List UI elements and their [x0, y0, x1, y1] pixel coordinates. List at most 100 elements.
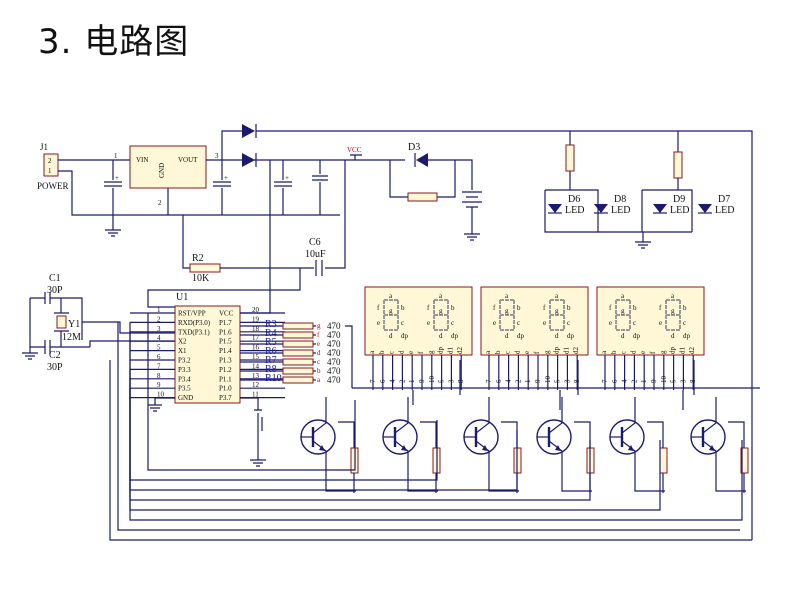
- seg-d: d: [671, 332, 675, 340]
- resistor-segment: e: [317, 340, 320, 348]
- led-d7: [698, 204, 712, 213]
- seg-c: c: [683, 319, 686, 327]
- seg-dp: dp: [517, 332, 525, 340]
- seg-a: a: [439, 292, 443, 300]
- output-capacitor-2: +: [274, 160, 292, 215]
- svg-text:+: +: [285, 174, 289, 182]
- seg-f: f: [659, 304, 662, 312]
- display-pin-label: 10: [544, 376, 552, 384]
- display-seg-label: g: [659, 350, 667, 354]
- transistor-q3: [463, 397, 522, 493]
- seg-e: e: [377, 319, 380, 327]
- r2-label: R2: [192, 253, 204, 264]
- u1-pin-num-left: 6: [157, 353, 161, 361]
- led-type: LED: [565, 205, 584, 216]
- u1-pin-name-left: GND: [178, 394, 193, 402]
- display-pin-label: 2: [630, 379, 638, 383]
- u1-pin-num-left: 10: [157, 391, 165, 399]
- u1-pin-name-right: P1.2: [219, 366, 232, 374]
- u1-pin-name-right: P1.7: [219, 319, 232, 327]
- u1-pin-name-left: P3.4: [178, 375, 191, 383]
- display-seg-label: d1: [446, 347, 454, 355]
- u1-pin-num-right: 17: [252, 334, 260, 342]
- power-connector-j1: J1 2 1 POWER: [37, 142, 69, 191]
- seg-c: c: [567, 319, 570, 327]
- u1-pin-name-right: VCC: [219, 310, 234, 318]
- resistor-name: R8: [265, 364, 277, 375]
- resistor-name: R4: [265, 328, 277, 339]
- display-pin-label: 1: [524, 379, 532, 383]
- filter-capacitor: [312, 160, 328, 215]
- led-name: D7: [718, 194, 730, 205]
- seg-g: g: [621, 307, 625, 315]
- display-seg-label: b: [378, 350, 386, 354]
- u1-pin-name-right: P1.4: [219, 347, 232, 355]
- u1-pin-num-right: 16: [252, 344, 260, 352]
- battery: [462, 191, 482, 241]
- seg-f: f: [609, 304, 612, 312]
- transistor-q4: [536, 397, 595, 493]
- resistor-value: 470: [327, 321, 341, 331]
- resistor-r7: [282, 358, 314, 366]
- display-pin-label: 9: [650, 379, 658, 383]
- led-d8: [594, 204, 608, 213]
- c2-label: C2: [49, 350, 61, 361]
- display-pin-label: 6: [611, 379, 619, 383]
- u1-pin-num-right: 12: [252, 381, 260, 389]
- seg-dp: dp: [567, 332, 575, 340]
- resistor-r4: [282, 331, 314, 339]
- display-seg-label: b: [494, 350, 502, 354]
- u1-pin-name-right: P1.6: [219, 328, 232, 336]
- u1-pin-name-right: P1.1: [219, 375, 232, 383]
- led-type: LED: [670, 205, 689, 216]
- u1-pin-name-right: P1.5: [219, 338, 232, 346]
- u1-pin-num-left: 2: [157, 315, 161, 323]
- u1-pin-name-right: P3.7: [219, 394, 232, 402]
- display-pin-label: 4: [621, 379, 629, 383]
- seg-g: g: [389, 307, 393, 315]
- resistor-name: R5: [265, 337, 277, 348]
- power-label: POWER: [37, 181, 69, 191]
- u1-pin-num-left: 7: [157, 362, 161, 370]
- seg-e: e: [493, 319, 496, 327]
- display-seg-label: e: [407, 351, 415, 354]
- display-seg-label: e: [523, 351, 531, 354]
- led-resistor-left: [565, 144, 575, 172]
- diode-d3: D3: [408, 142, 473, 190]
- display-pin-label: 1: [640, 379, 648, 383]
- display-seg-label: c: [504, 351, 512, 354]
- u1-pin-name-left: X1: [178, 347, 187, 355]
- diode-top: [221, 124, 753, 540]
- j1-pin-2: 2: [48, 157, 52, 165]
- u1-pin-num-left: 8: [157, 372, 161, 380]
- display-seg-label: d2: [456, 347, 464, 355]
- resistor-name: R7: [265, 355, 277, 366]
- resistor-name: R10: [265, 373, 282, 384]
- u1-label: U1: [176, 292, 188, 303]
- d3-label: D3: [408, 142, 420, 153]
- seg-d: d: [555, 332, 559, 340]
- u1-pin-name-left: X2: [178, 338, 187, 346]
- display-pin-label: 10: [660, 376, 668, 384]
- u1-pin-name-left: P3.2: [178, 357, 191, 365]
- c1-label: C1: [49, 273, 61, 284]
- transistor-q6: [690, 397, 749, 493]
- seg-c: c: [633, 319, 636, 327]
- display-pin-label: 8: [573, 379, 581, 383]
- u1-pin-name-right: P1.0: [219, 385, 232, 393]
- display-pin-label: 2: [514, 379, 522, 383]
- capacitor-c6: C6 10uF: [305, 237, 326, 276]
- seg-f: f: [377, 304, 380, 312]
- seg-dp: dp: [683, 332, 691, 340]
- display-seg-label: f: [417, 351, 425, 354]
- seg-b: b: [683, 304, 687, 312]
- seg-g: g: [671, 307, 675, 315]
- seg-e: e: [609, 319, 612, 327]
- c6-label: C6: [309, 237, 321, 248]
- transistor-q1: [300, 397, 359, 493]
- resistor-value: 470: [327, 375, 341, 385]
- resistor-r8: [282, 367, 314, 375]
